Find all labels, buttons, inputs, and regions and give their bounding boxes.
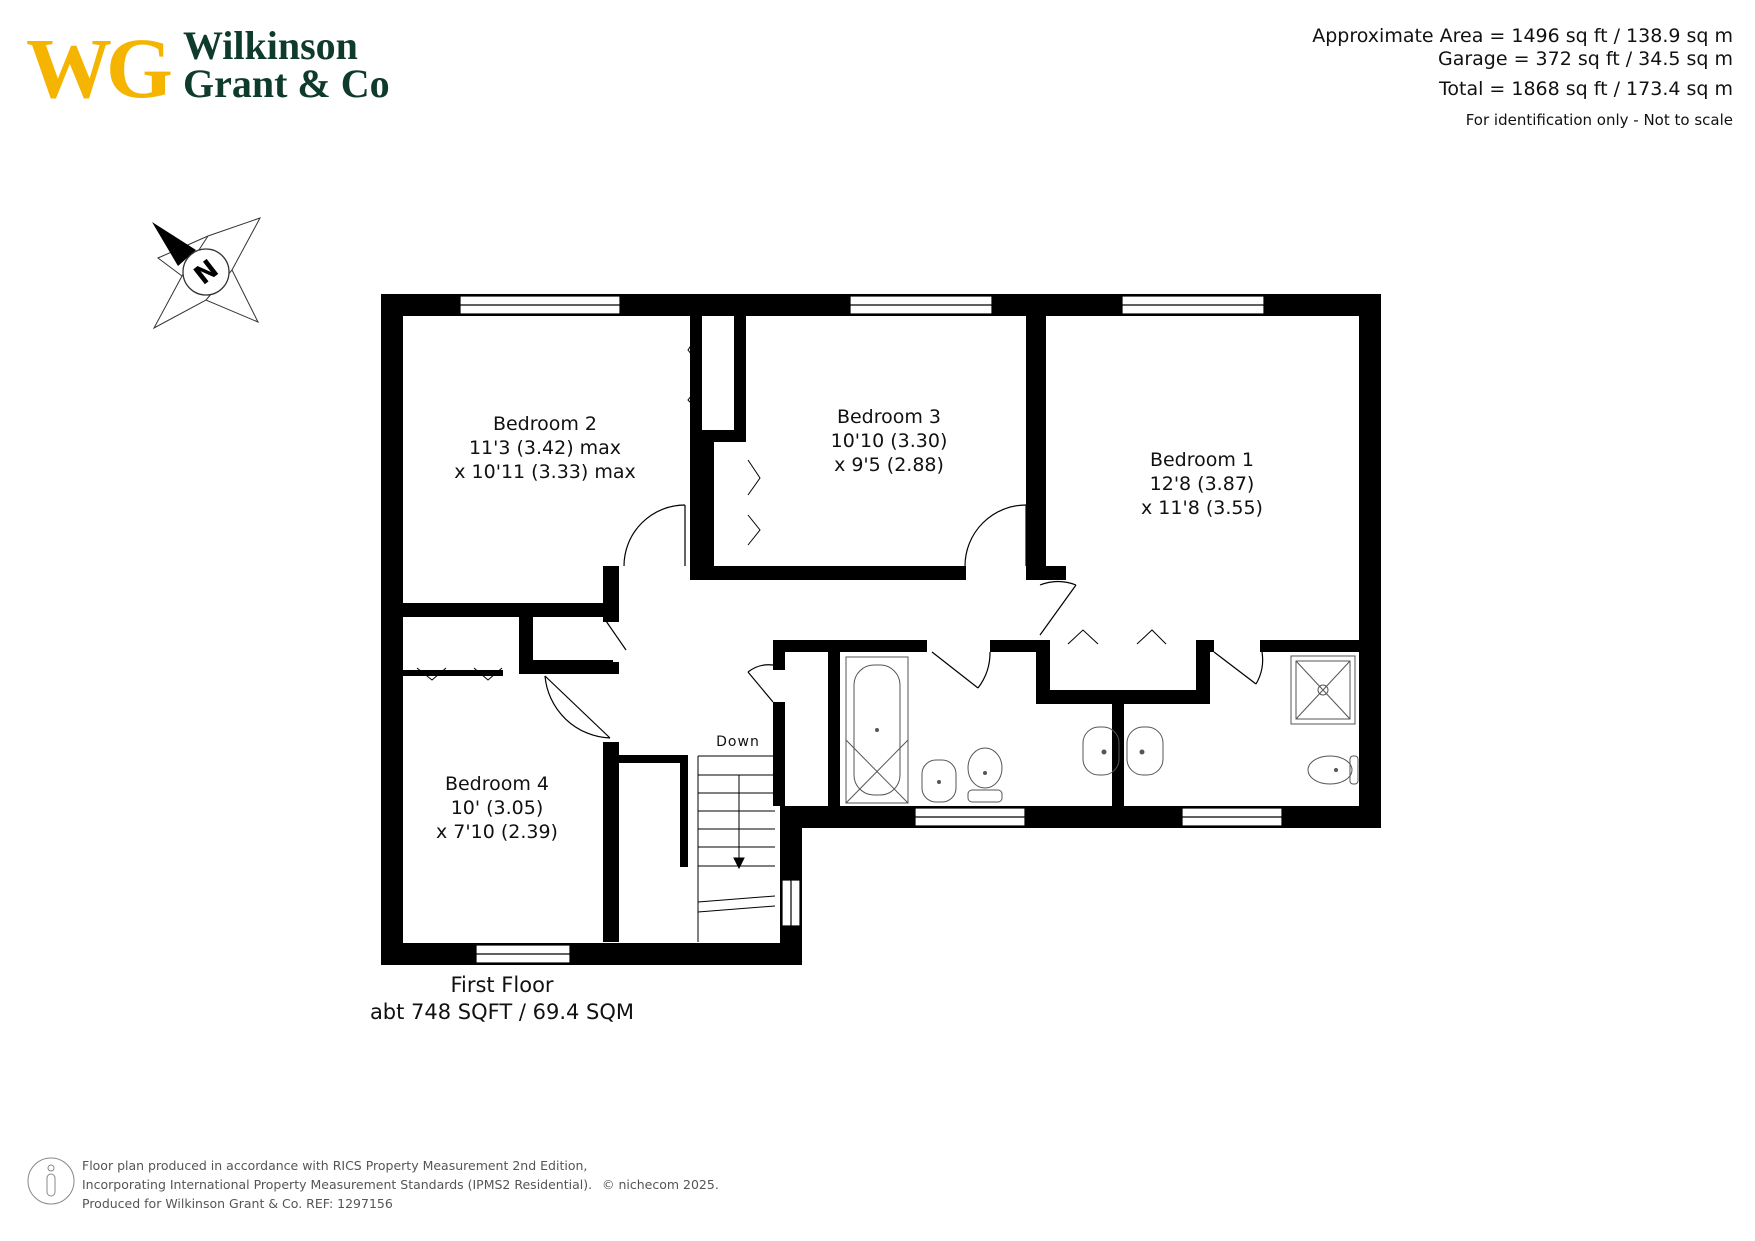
logo-name-line2: Grant & Co — [183, 61, 390, 106]
room-labels: Bedroom 2 11'3 (3.42) max x 10'11 (3.33)… — [436, 406, 1263, 843]
compass-north-arrow — [152, 222, 196, 266]
total-area: Total = 1868 sq ft / 173.4 sq m — [1438, 78, 1733, 100]
approximate-area: Approximate Area = 1496 sq ft / 138.9 sq… — [1312, 25, 1733, 47]
staircase — [697, 755, 776, 942]
basin-icon-left — [1082, 726, 1120, 776]
shower-icon — [1290, 655, 1356, 725]
footer-line-1: Floor plan produced in accordance with R… — [82, 1158, 587, 1173]
room-dimension: 12'8 (3.87) — [1150, 473, 1255, 495]
wardrobe-doors — [416, 331, 1167, 681]
bathroom-fixtures — [845, 655, 1359, 804]
room-bedroom-1: Bedroom 1 12'8 (3.87) x 11'8 (3.55) — [1141, 449, 1263, 519]
footer: Floor plan produced in accordance with R… — [27, 1157, 719, 1211]
room-bedroom-4: Bedroom 4 10' (3.05) x 7'10 (2.39) — [436, 773, 558, 843]
logo-name-line1: Wilkinson — [183, 23, 358, 68]
scale-note: For identification only - Not to scale — [1466, 111, 1733, 129]
windows — [459, 295, 1283, 964]
floor-name: First Floor — [450, 973, 553, 997]
room-dimension: 11'3 (3.42) max — [469, 437, 621, 459]
room-dimension: x 10'11 (3.33) max — [454, 461, 635, 483]
room-dimension: x 11'8 (3.55) — [1141, 497, 1263, 519]
room-bedroom-3: Bedroom 3 10'10 (3.30) x 9'5 (2.88) — [831, 406, 948, 476]
person-icon — [27, 1157, 75, 1205]
room-dimension: 10' (3.05) — [451, 797, 544, 819]
basin-icon-right — [1126, 726, 1164, 776]
stairs-down-label: Down — [716, 734, 760, 750]
floor-area: abt 748 SQFT / 69.4 SQM — [370, 1000, 634, 1024]
room-bedroom-2: Bedroom 2 11'3 (3.42) max x 10'11 (3.33)… — [454, 413, 635, 483]
floor-caption: First Floor abt 748 SQFT / 69.4 SQM — [370, 973, 634, 1024]
room-dimension: x 9'5 (2.88) — [834, 454, 944, 476]
compass-icon: N — [152, 217, 262, 330]
room-name: Bedroom 2 — [493, 413, 597, 435]
bath-icon — [845, 656, 909, 804]
room-dimension: x 7'10 (2.39) — [436, 821, 558, 843]
room-name: Bedroom 3 — [837, 406, 941, 428]
footer-line-3: Produced for Wilkinson Grant & Co. REF: … — [82, 1196, 393, 1211]
doors — [544, 504, 1264, 739]
footer-line-2: Incorporating International Property Mea… — [82, 1177, 592, 1192]
toilet-icon — [967, 747, 1003, 789]
room-name: Bedroom 4 — [445, 773, 549, 795]
bidet-icon — [921, 759, 957, 803]
garage-area: Garage = 372 sq ft / 34.5 sq m — [1438, 48, 1733, 70]
walls — [381, 294, 1381, 965]
company-logo: WG Wilkinson Grant & Co — [26, 20, 390, 116]
room-name: Bedroom 1 — [1150, 449, 1254, 471]
area-summary: Approximate Area = 1496 sq ft / 138.9 sq… — [1312, 25, 1733, 129]
footer-copyright: © nichecom 2025. — [602, 1177, 719, 1192]
room-dimension: 10'10 (3.30) — [831, 430, 948, 452]
logo-monogram: WG — [26, 20, 171, 116]
ensuite-toilet-icon — [1307, 755, 1353, 785]
